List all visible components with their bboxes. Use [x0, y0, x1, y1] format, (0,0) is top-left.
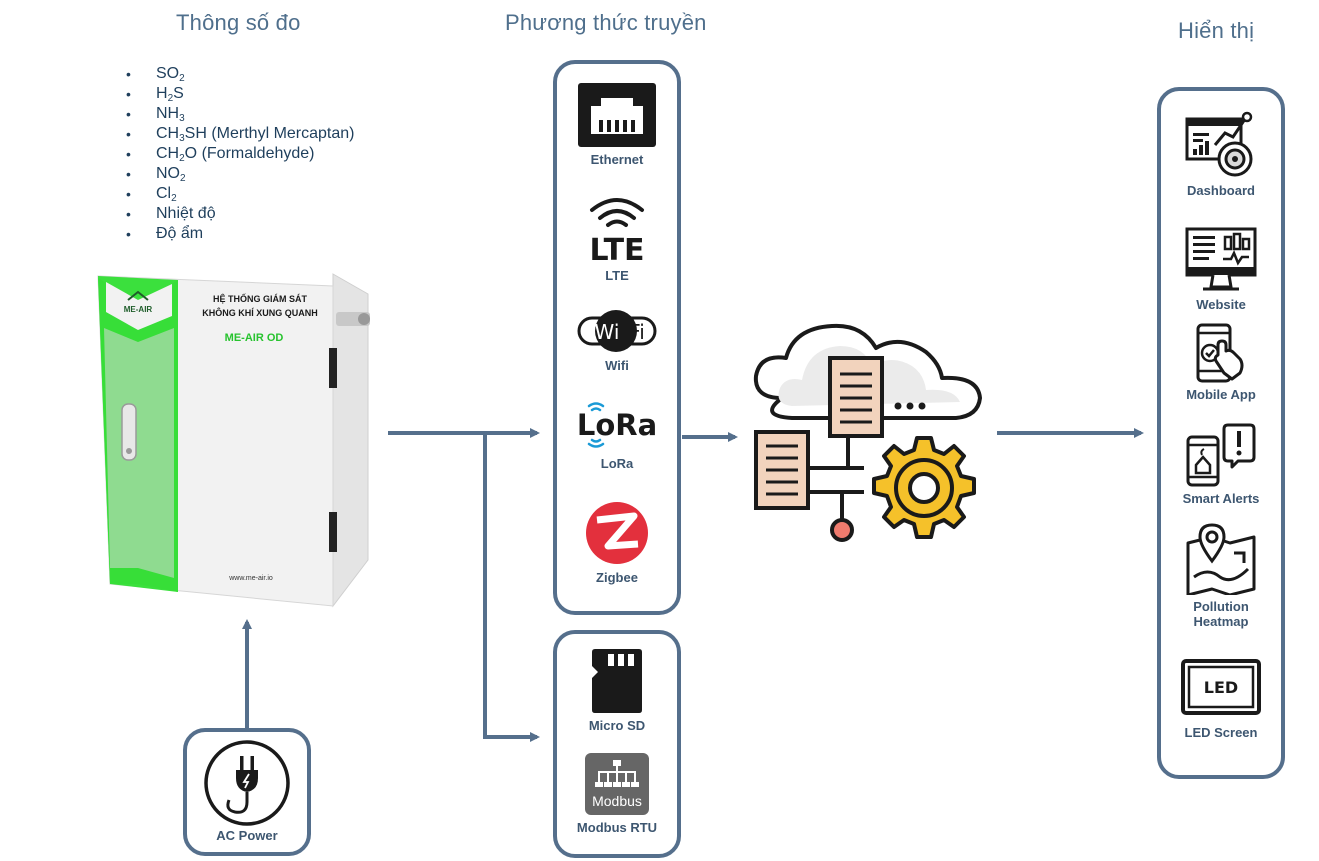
me-air-device: ME-AIR HỆ THỐNG GIÁM SÁT KHÔNG KHÍ XUNG …: [97, 273, 370, 608]
website-icon: [1185, 227, 1257, 291]
lora-item: LoRa LoRa: [557, 400, 677, 471]
transmission-title: Phương thức truyền: [505, 10, 707, 35]
wired-panel: Micro SD Modbus Modbus RTU: [553, 630, 681, 858]
heatmap-label-line1: Pollution: [1193, 599, 1249, 614]
param-subscript: 2: [179, 153, 185, 164]
device-url: www.me-air.io: [228, 575, 273, 582]
param-item: CH3SH (Merthyl Mercaptan): [126, 124, 355, 144]
device-title-line2: KHÔNG KHÍ XUNG QUANH: [202, 307, 318, 318]
param-item: NO2: [126, 164, 355, 184]
param-rest: O (Formaldehyde): [184, 145, 315, 162]
param-base: NH: [156, 105, 180, 122]
dashboard-icon: [1185, 111, 1253, 177]
website-item: Website: [1161, 227, 1281, 312]
param-rest: S: [173, 85, 184, 102]
mobile-app-item: Mobile App: [1161, 323, 1281, 402]
param-item: H2S: [126, 84, 355, 104]
param-subscript: 2: [167, 93, 174, 104]
device-brand: ME-AIR: [124, 305, 153, 314]
heatmap-icon: [1186, 523, 1256, 595]
param-base: H: [156, 85, 168, 102]
microsd-label: Micro SD: [588, 718, 646, 733]
lte-icon: LTE: [589, 198, 645, 264]
display-panel: Dashboard Website Mobile App: [1157, 87, 1285, 779]
param-base: Nhiệt độ: [156, 205, 216, 222]
arrow-device-to-wired: [483, 433, 540, 742]
param-item: Cl2: [126, 184, 355, 204]
ac-power-label: AC Power: [216, 828, 278, 843]
ethernet-item: Ethernet: [557, 82, 677, 167]
plug-icon: [204, 740, 290, 826]
param-item: Nhiệt độ: [126, 204, 355, 224]
ac-power-item: AC Power: [187, 738, 307, 843]
param-subscript: 2: [179, 73, 185, 84]
wifi-icon-text-b: Fi: [629, 320, 645, 344]
led-screen-icon: LED: [1181, 659, 1261, 715]
param-item: CH2O (Formaldehyde): [126, 144, 355, 164]
param-subscript: 2: [180, 173, 186, 184]
param-base: NO: [156, 165, 180, 182]
param-base: SO: [156, 65, 180, 82]
param-subscript: 3: [179, 113, 185, 124]
modbus-icon-text: Modbus: [592, 793, 642, 809]
lte-label: LTE: [605, 268, 629, 283]
heatmap-item: Pollution Heatmap: [1161, 523, 1281, 629]
lte-icon-text: LTE: [589, 233, 644, 264]
param-item: NH3: [126, 104, 355, 124]
modbus-icon: Modbus: [585, 753, 649, 815]
microsd-item: Micro SD: [557, 648, 677, 733]
dashboard-label: Dashboard: [1187, 183, 1255, 198]
param-subscript: 3: [179, 133, 185, 144]
mobile-app-icon: [1196, 323, 1244, 383]
params-list: SO2H2SNH3CH3SH (Merthyl Mercaptan)CH2O (…: [126, 64, 355, 244]
wireless-panel: Ethernet LTE LTE Wi Fi Wifi LoRa LoRa: [553, 60, 681, 615]
lte-item: LTE LTE: [557, 192, 677, 283]
param-item: SO2: [126, 64, 355, 84]
led-screen-label: LED Screen: [1184, 725, 1258, 740]
device-model: ME-AIR OD: [225, 332, 284, 344]
lora-icon: LoRa: [577, 402, 657, 448]
ac-power-panel: AC Power: [183, 728, 311, 856]
microsd-icon: [592, 649, 642, 713]
modbus-label: Modbus RTU: [576, 820, 658, 835]
param-subscript: 2: [171, 193, 177, 204]
website-label: Website: [1196, 297, 1246, 312]
wifi-icon: Wi Fi: [577, 310, 657, 352]
zigbee-label: Zigbee: [596, 570, 638, 585]
modbus-item: Modbus Modbus RTU: [557, 752, 677, 835]
device-title-line1: HỆ THỐNG GIÁM SÁT: [213, 293, 308, 304]
zigbee-icon: [586, 502, 648, 564]
wifi-icon-text-a: Wi: [595, 320, 620, 344]
heatmap-label-line2: Heatmap: [1193, 614, 1249, 629]
mobile-app-label: Mobile App: [1186, 387, 1256, 402]
smart-alerts-icon: [1186, 423, 1256, 487]
lora-label: LoRa: [600, 456, 634, 471]
dashboard-item: Dashboard: [1161, 111, 1281, 198]
smart-alerts-item: Smart Alerts: [1161, 421, 1281, 506]
param-base: Cl: [156, 185, 172, 202]
led-screen-item: LED LED Screen: [1161, 659, 1281, 740]
params-title: Thông số đo: [176, 10, 301, 35]
wifi-item: Wi Fi Wifi: [557, 308, 677, 373]
display-title: Hiển thị: [1178, 18, 1255, 43]
zigbee-item: Zigbee: [557, 500, 677, 585]
lora-icon-text: LoRa: [577, 408, 657, 442]
param-rest: SH (Merthyl Mercaptan): [184, 125, 355, 142]
param-item: Độ ẩm: [126, 224, 355, 244]
smart-alerts-label: Smart Alerts: [1182, 491, 1260, 506]
param-base: CH: [156, 125, 180, 142]
param-base: CH: [156, 145, 180, 162]
led-icon-text: LED: [1204, 678, 1238, 697]
wifi-label: Wifi: [605, 358, 629, 373]
cloud-processing-icon: [753, 323, 982, 542]
ethernet-label: Ethernet: [590, 152, 644, 167]
ethernet-icon: [578, 83, 656, 147]
param-base: Độ ẩm: [156, 225, 204, 242]
